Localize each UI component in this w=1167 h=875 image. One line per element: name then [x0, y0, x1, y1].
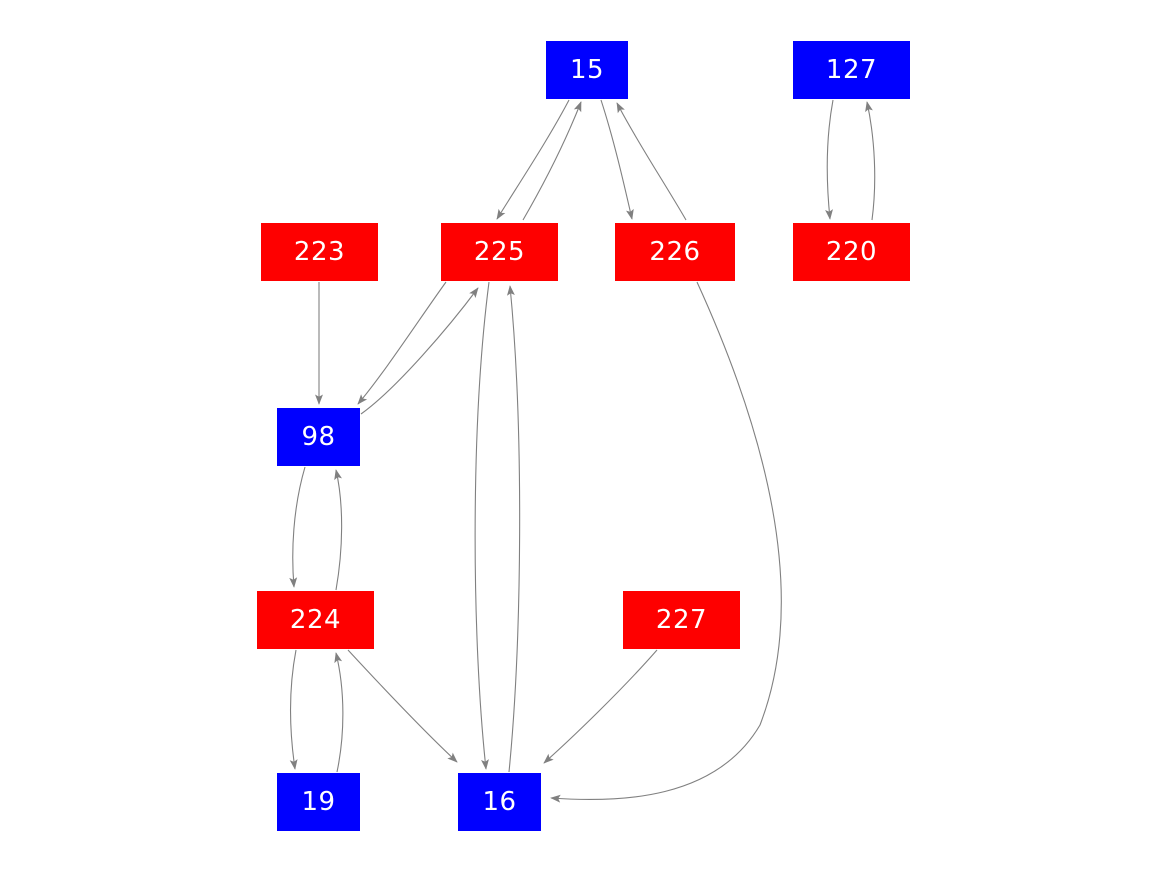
edge-224-to-98 [334, 469, 343, 591]
edge-127-to-220 [825, 99, 834, 220]
edge-225-to-15 [522, 101, 582, 221]
graph-node-label: 127 [825, 55, 878, 85]
graph-node-label: 225 [473, 237, 526, 267]
graph-node-label: 98 [301, 422, 336, 452]
graph-node-225[interactable]: 225 [441, 223, 558, 281]
graph-node-19[interactable]: 19 [277, 773, 360, 831]
graph-node-98[interactable]: 98 [277, 408, 360, 466]
graph-node-127[interactable]: 127 [793, 41, 910, 99]
edge-220-to-127 [865, 101, 876, 221]
graph-node-224[interactable]: 224 [257, 591, 374, 649]
graph-node-16[interactable]: 16 [458, 773, 541, 831]
edge-225-to-16 [474, 281, 490, 770]
graph-node-label: 220 [825, 237, 878, 267]
graph-node-220[interactable]: 220 [793, 223, 910, 281]
graph-node-label: 15 [569, 55, 605, 85]
graph-node-label: 224 [289, 605, 342, 635]
graph-node-label: 19 [301, 787, 336, 817]
edge-225-to-98 [357, 281, 447, 405]
graph-node-223[interactable]: 223 [261, 223, 378, 281]
graph-node-label: 223 [293, 237, 346, 267]
graph-node-227[interactable]: 227 [623, 591, 740, 649]
edge-16-to-225 [506, 285, 521, 773]
edge-98-to-224 [289, 466, 306, 588]
graph-node-label: 16 [482, 787, 517, 817]
edge-226-to-16 [550, 281, 782, 803]
edge-227-to-16 [543, 649, 658, 764]
graph-node-label: 226 [649, 237, 701, 267]
edge-98-to-225 [360, 287, 479, 415]
edge-15-to-226 [600, 99, 634, 220]
edge-19-to-224 [334, 652, 344, 773]
edge-15-to-225 [496, 99, 570, 220]
edge-224-to-16 [347, 649, 458, 763]
edge-224-to-19 [289, 649, 298, 770]
graph-node-15[interactable]: 15 [546, 41, 628, 99]
edge-226-to-15 [616, 102, 687, 221]
graph-node-226[interactable]: 226 [615, 223, 735, 281]
graph-node-label: 227 [655, 605, 708, 635]
